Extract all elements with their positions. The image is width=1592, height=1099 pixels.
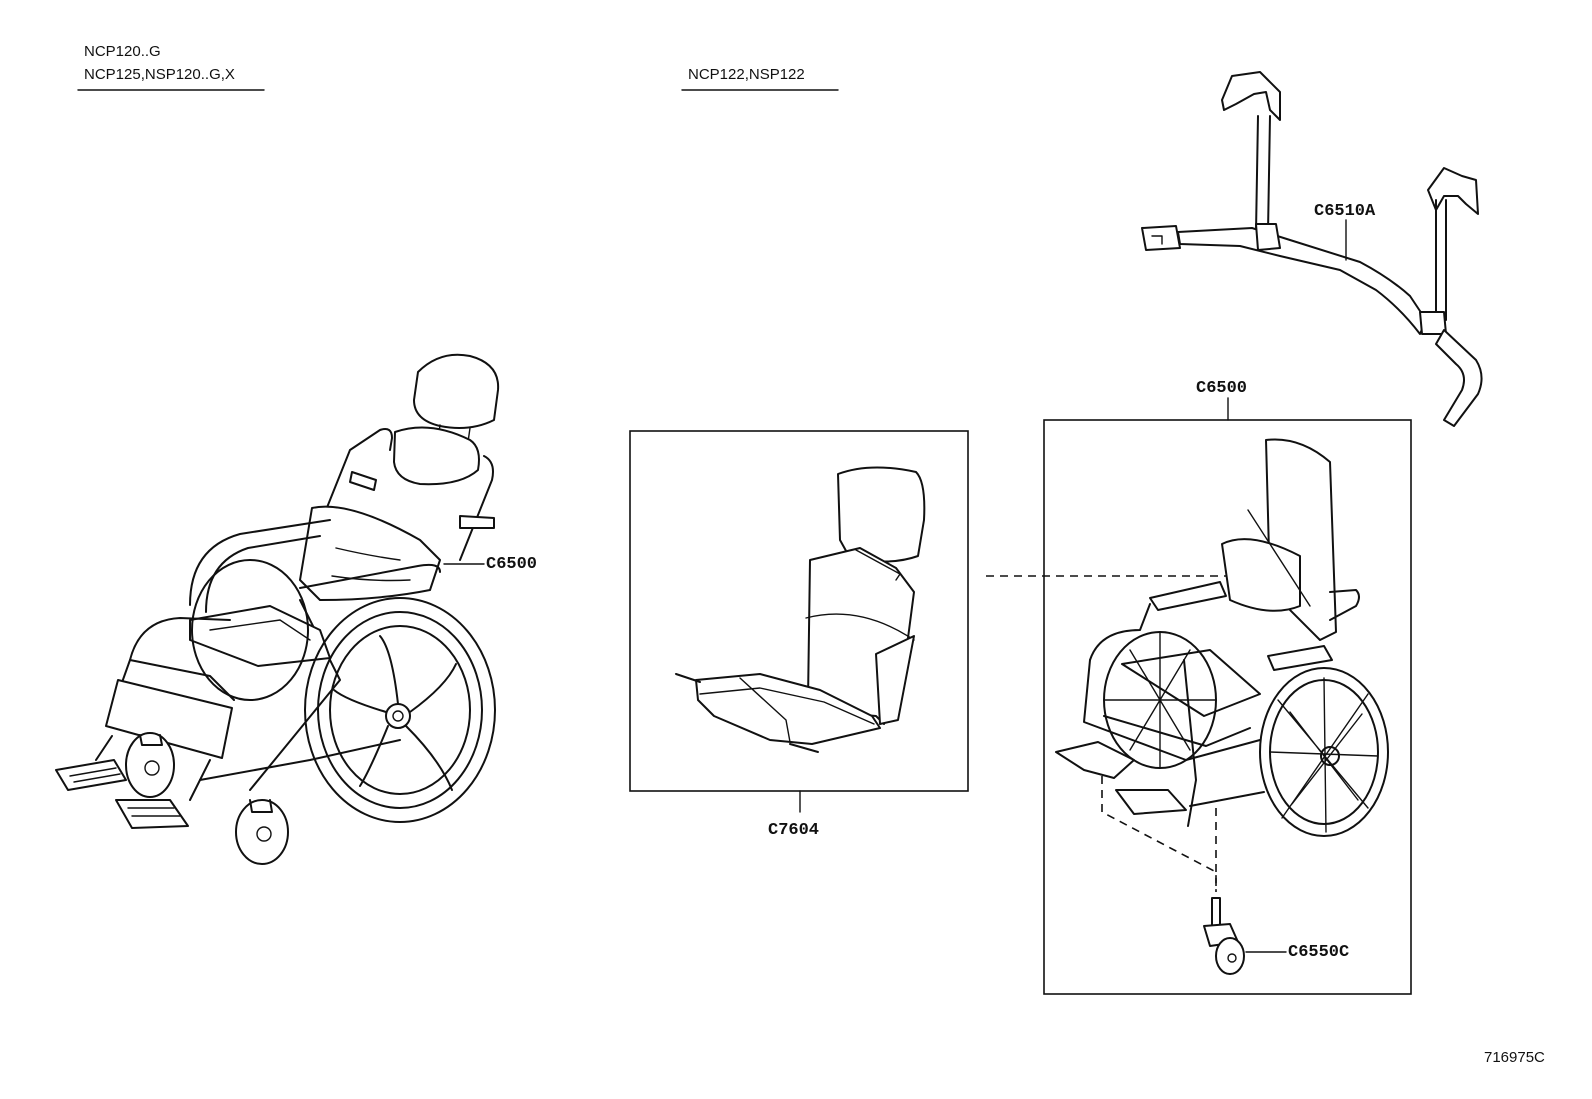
model-header-center: NCP122,NSP122 [688,66,805,83]
callout-caster: C6550C [1288,943,1349,962]
model-header-line1: NCP120..G [84,43,161,60]
wheelchair-right-illustration [1055,438,1389,837]
caster-wheel-illustration [1203,897,1245,975]
callout-strap-assembly: C6510A [1314,202,1376,221]
callout-wheelchair-box: C6500 [1196,379,1247,398]
callout-wheelchair-left: C6500 [486,555,537,574]
drawing-id: 716975C [1484,1049,1545,1066]
model-header-line2: NCP125,NSP120..G,X [84,66,235,83]
wheelchair-left-illustration [55,353,500,865]
strap-assembly-illustration [1141,71,1483,427]
callout-seat-cushion: C7604 [768,821,819,840]
seat-cushion-frame [629,430,969,792]
seat-cushion-illustration [675,466,926,753]
